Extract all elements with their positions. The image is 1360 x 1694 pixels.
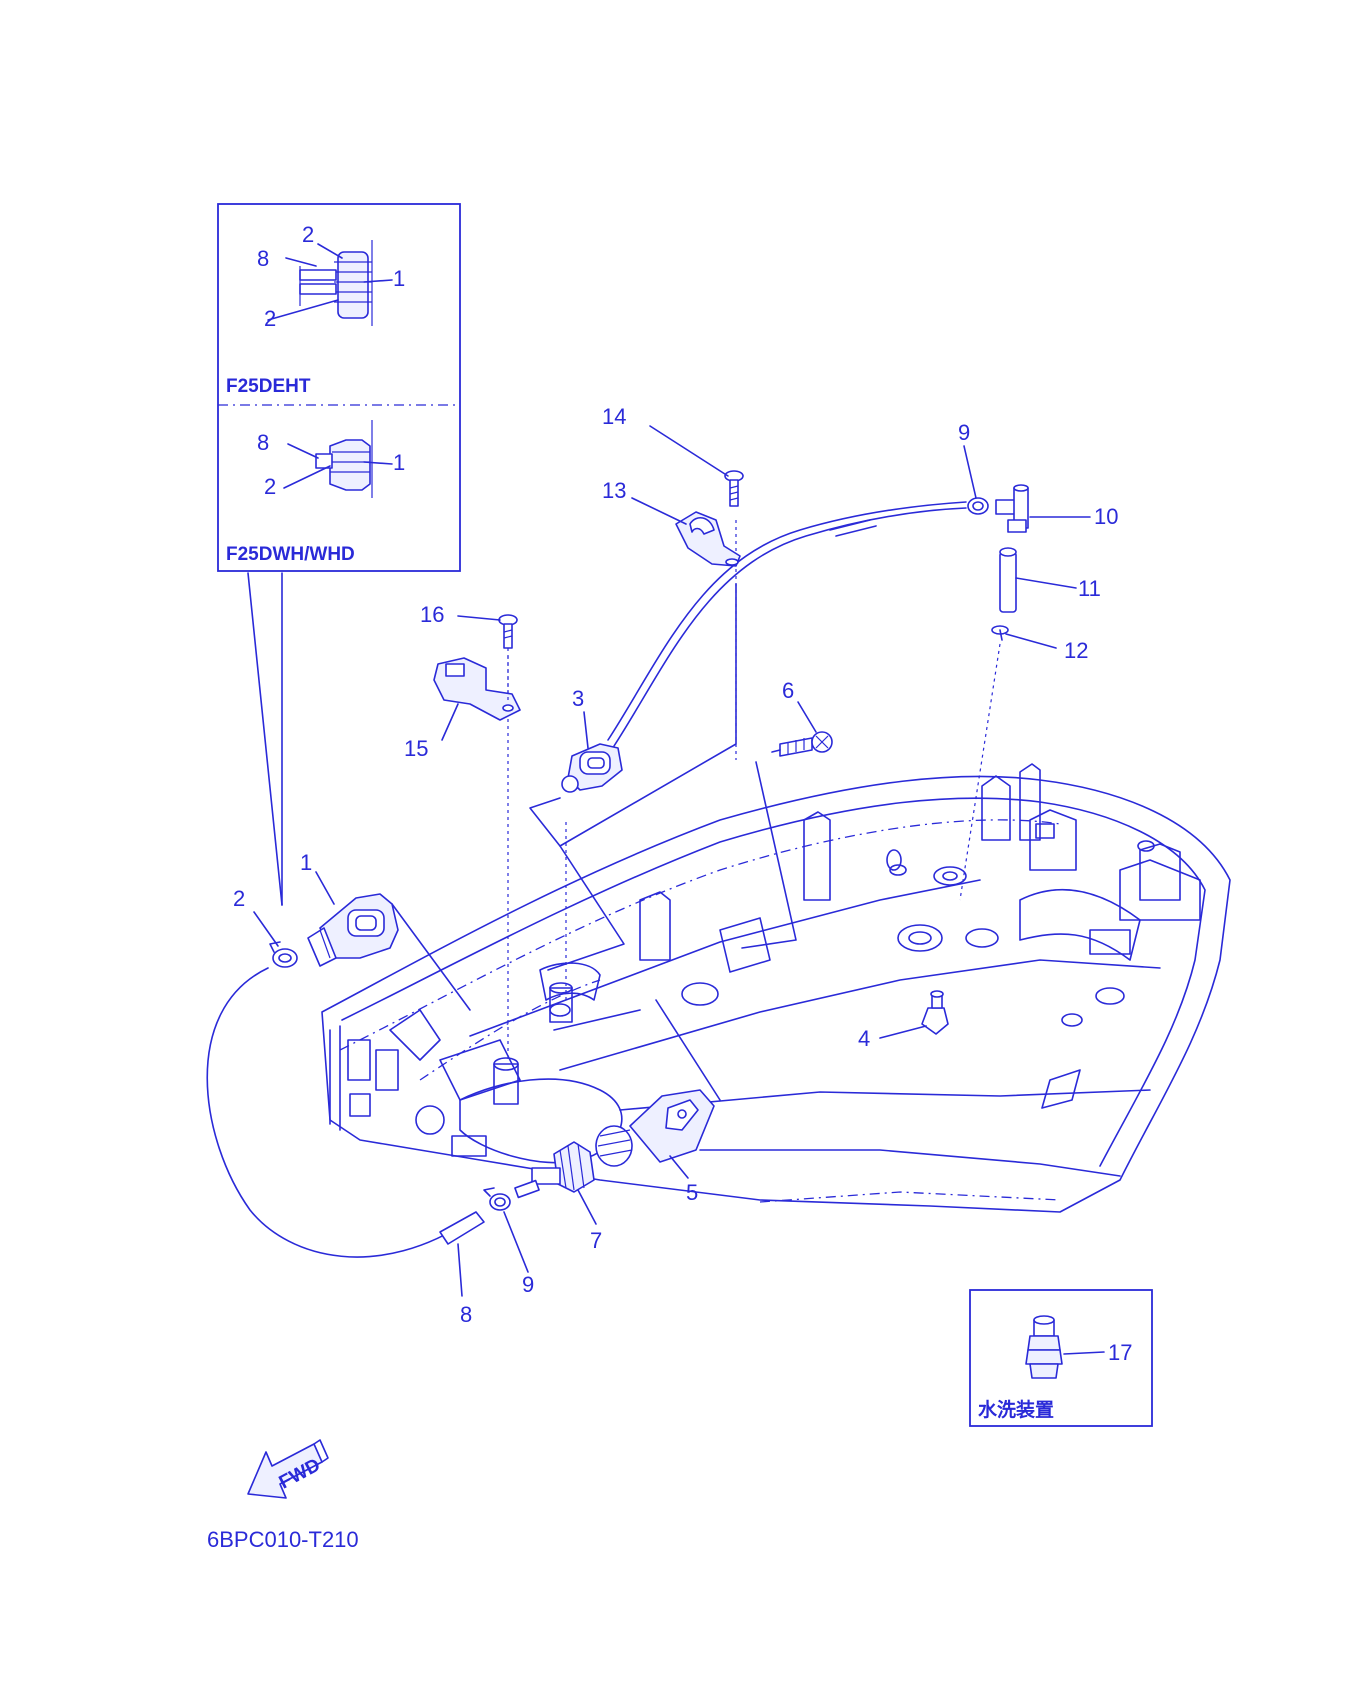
part-9-lower-clamp <box>483 1187 511 1211</box>
part-10-tee-joint <box>995 484 1029 533</box>
flush-kit-inset-box: 17 水洗装置 <box>969 1289 1153 1427</box>
diagram-code: 6BPC010-T210 <box>207 1527 359 1552</box>
inset-bottom-callout-1: 1 <box>393 450 405 475</box>
part-1-grommet-boot <box>307 893 399 967</box>
flush-kit-caption: 水洗装置 <box>978 1398 1054 1421</box>
part-15-bracket <box>433 657 521 721</box>
routing-lines <box>391 583 797 1101</box>
part-14-bolt <box>724 470 744 507</box>
inset-top-callout-2a: 2 <box>302 222 314 247</box>
callout-17: 17 <box>1108 1340 1132 1365</box>
forward-arrow-icon: FWD <box>247 1439 329 1499</box>
part-16-bolt <box>498 614 518 700</box>
part-4-fitting <box>921 990 949 1035</box>
callout-11: 11 <box>1078 576 1101 601</box>
model-inset-box: 8 2 2 1 F25DEHT 8 2 1 F25DWH/WHD <box>217 203 461 906</box>
part-6-screw <box>771 731 833 757</box>
callout-9-lower: 9 <box>522 1272 534 1297</box>
inset-bottom-model-label: F25DWH/WHD <box>226 544 355 565</box>
inset-bottom-boot-drawing <box>283 420 393 498</box>
part-12-washer <box>991 625 1009 641</box>
part-17-flush-adapter <box>1025 1315 1105 1379</box>
callout-1: 1 <box>300 850 312 875</box>
callout-9-upper: 9 <box>958 420 970 445</box>
inset-top-model-label: F25DEHT <box>226 376 311 397</box>
inset-bottom-callout-8: 8 <box>257 430 269 455</box>
callout-8: 8 <box>460 1302 472 1327</box>
part-7-hose-connector <box>514 1141 595 1199</box>
callout-13: 13 <box>602 478 626 503</box>
bottom-cowling <box>321 763 1231 1213</box>
callout-6: 6 <box>782 678 794 703</box>
part-3-grommet <box>561 743 623 793</box>
callout-16: 16 <box>420 602 444 627</box>
part-9-upper-clamp <box>967 497 989 515</box>
part-5-cap-fitting <box>595 1089 715 1167</box>
part-8-hose-lower <box>439 1211 485 1245</box>
callout-15: 15 <box>404 736 428 761</box>
part-13-hose-bracket <box>675 511 741 567</box>
callout-12: 12 <box>1064 638 1088 663</box>
callout-5: 5 <box>686 1180 698 1205</box>
callout-leaders <box>253 425 1091 1297</box>
callout-2: 2 <box>233 886 245 911</box>
inset-top-callout-2b: 2 <box>264 306 276 331</box>
inset-bottom-callout-2: 2 <box>264 474 276 499</box>
callout-14: 14 <box>602 404 626 429</box>
callout-3: 3 <box>572 686 584 711</box>
inset-top-boot-drawing <box>267 240 393 326</box>
callout-4: 4 <box>858 1026 870 1051</box>
callout-7: 7 <box>590 1228 602 1253</box>
inset-top-callout-1: 1 <box>393 266 405 291</box>
inset-top-callout-8: 8 <box>257 246 269 271</box>
callout-10: 10 <box>1094 504 1118 529</box>
part-2-hose-clamp <box>269 941 298 968</box>
